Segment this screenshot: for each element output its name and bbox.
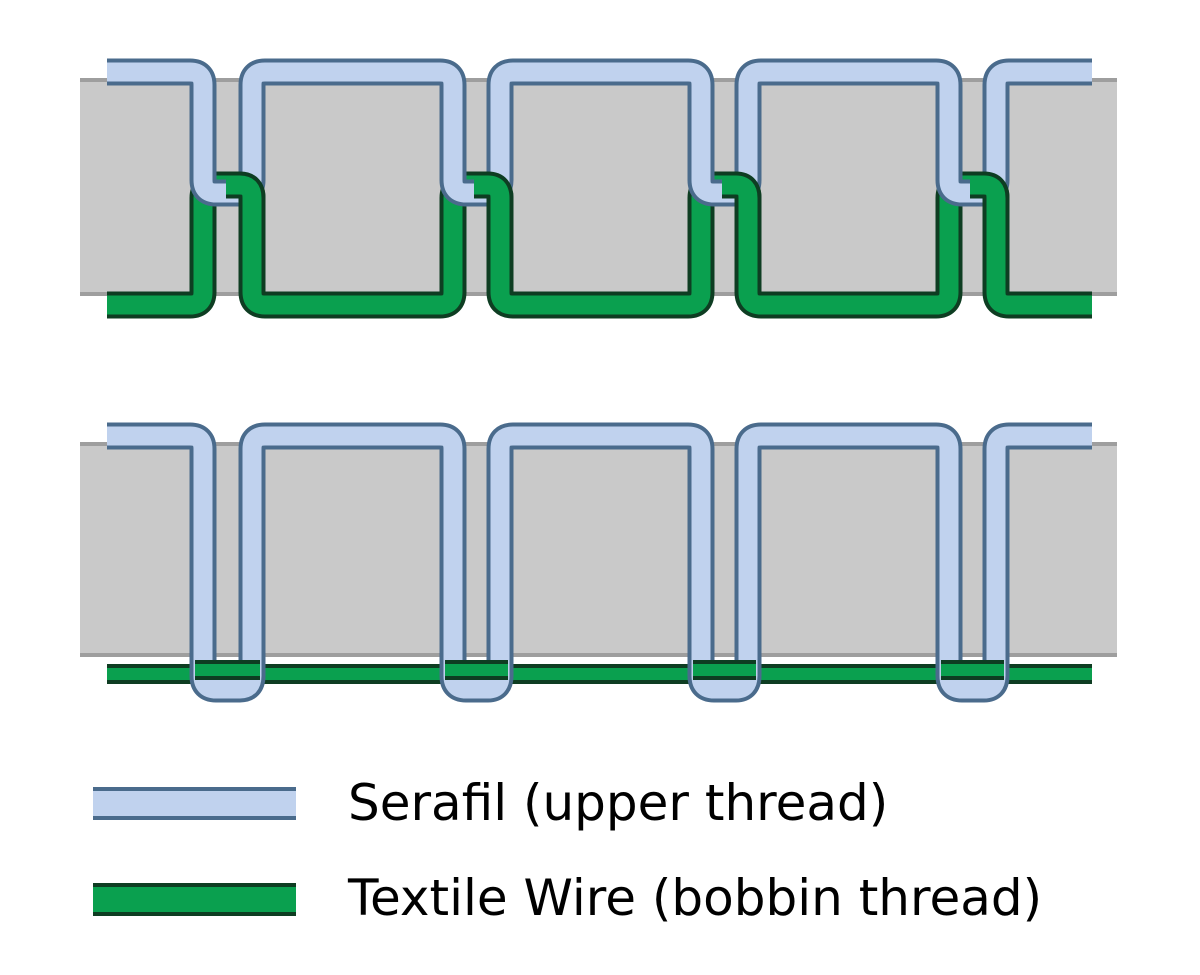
bottom-stitch-panel [80, 422, 1117, 703]
top-interlock-overlaps [226, 171, 1010, 215]
legend-label-upper-thread: Serafil (upper thread) [348, 774, 889, 832]
legend-swatch-bobbin-thread [93, 883, 296, 916]
legend-swatch-upper-thread [93, 787, 296, 820]
bottom-upper-thread [107, 422, 1092, 703]
top-stitch-panel [80, 58, 1117, 319]
bottom-upper-thread-fill [107, 426, 1092, 699]
legend-label-bobbin-thread: Textile Wire (bobbin thread) [348, 869, 1043, 927]
